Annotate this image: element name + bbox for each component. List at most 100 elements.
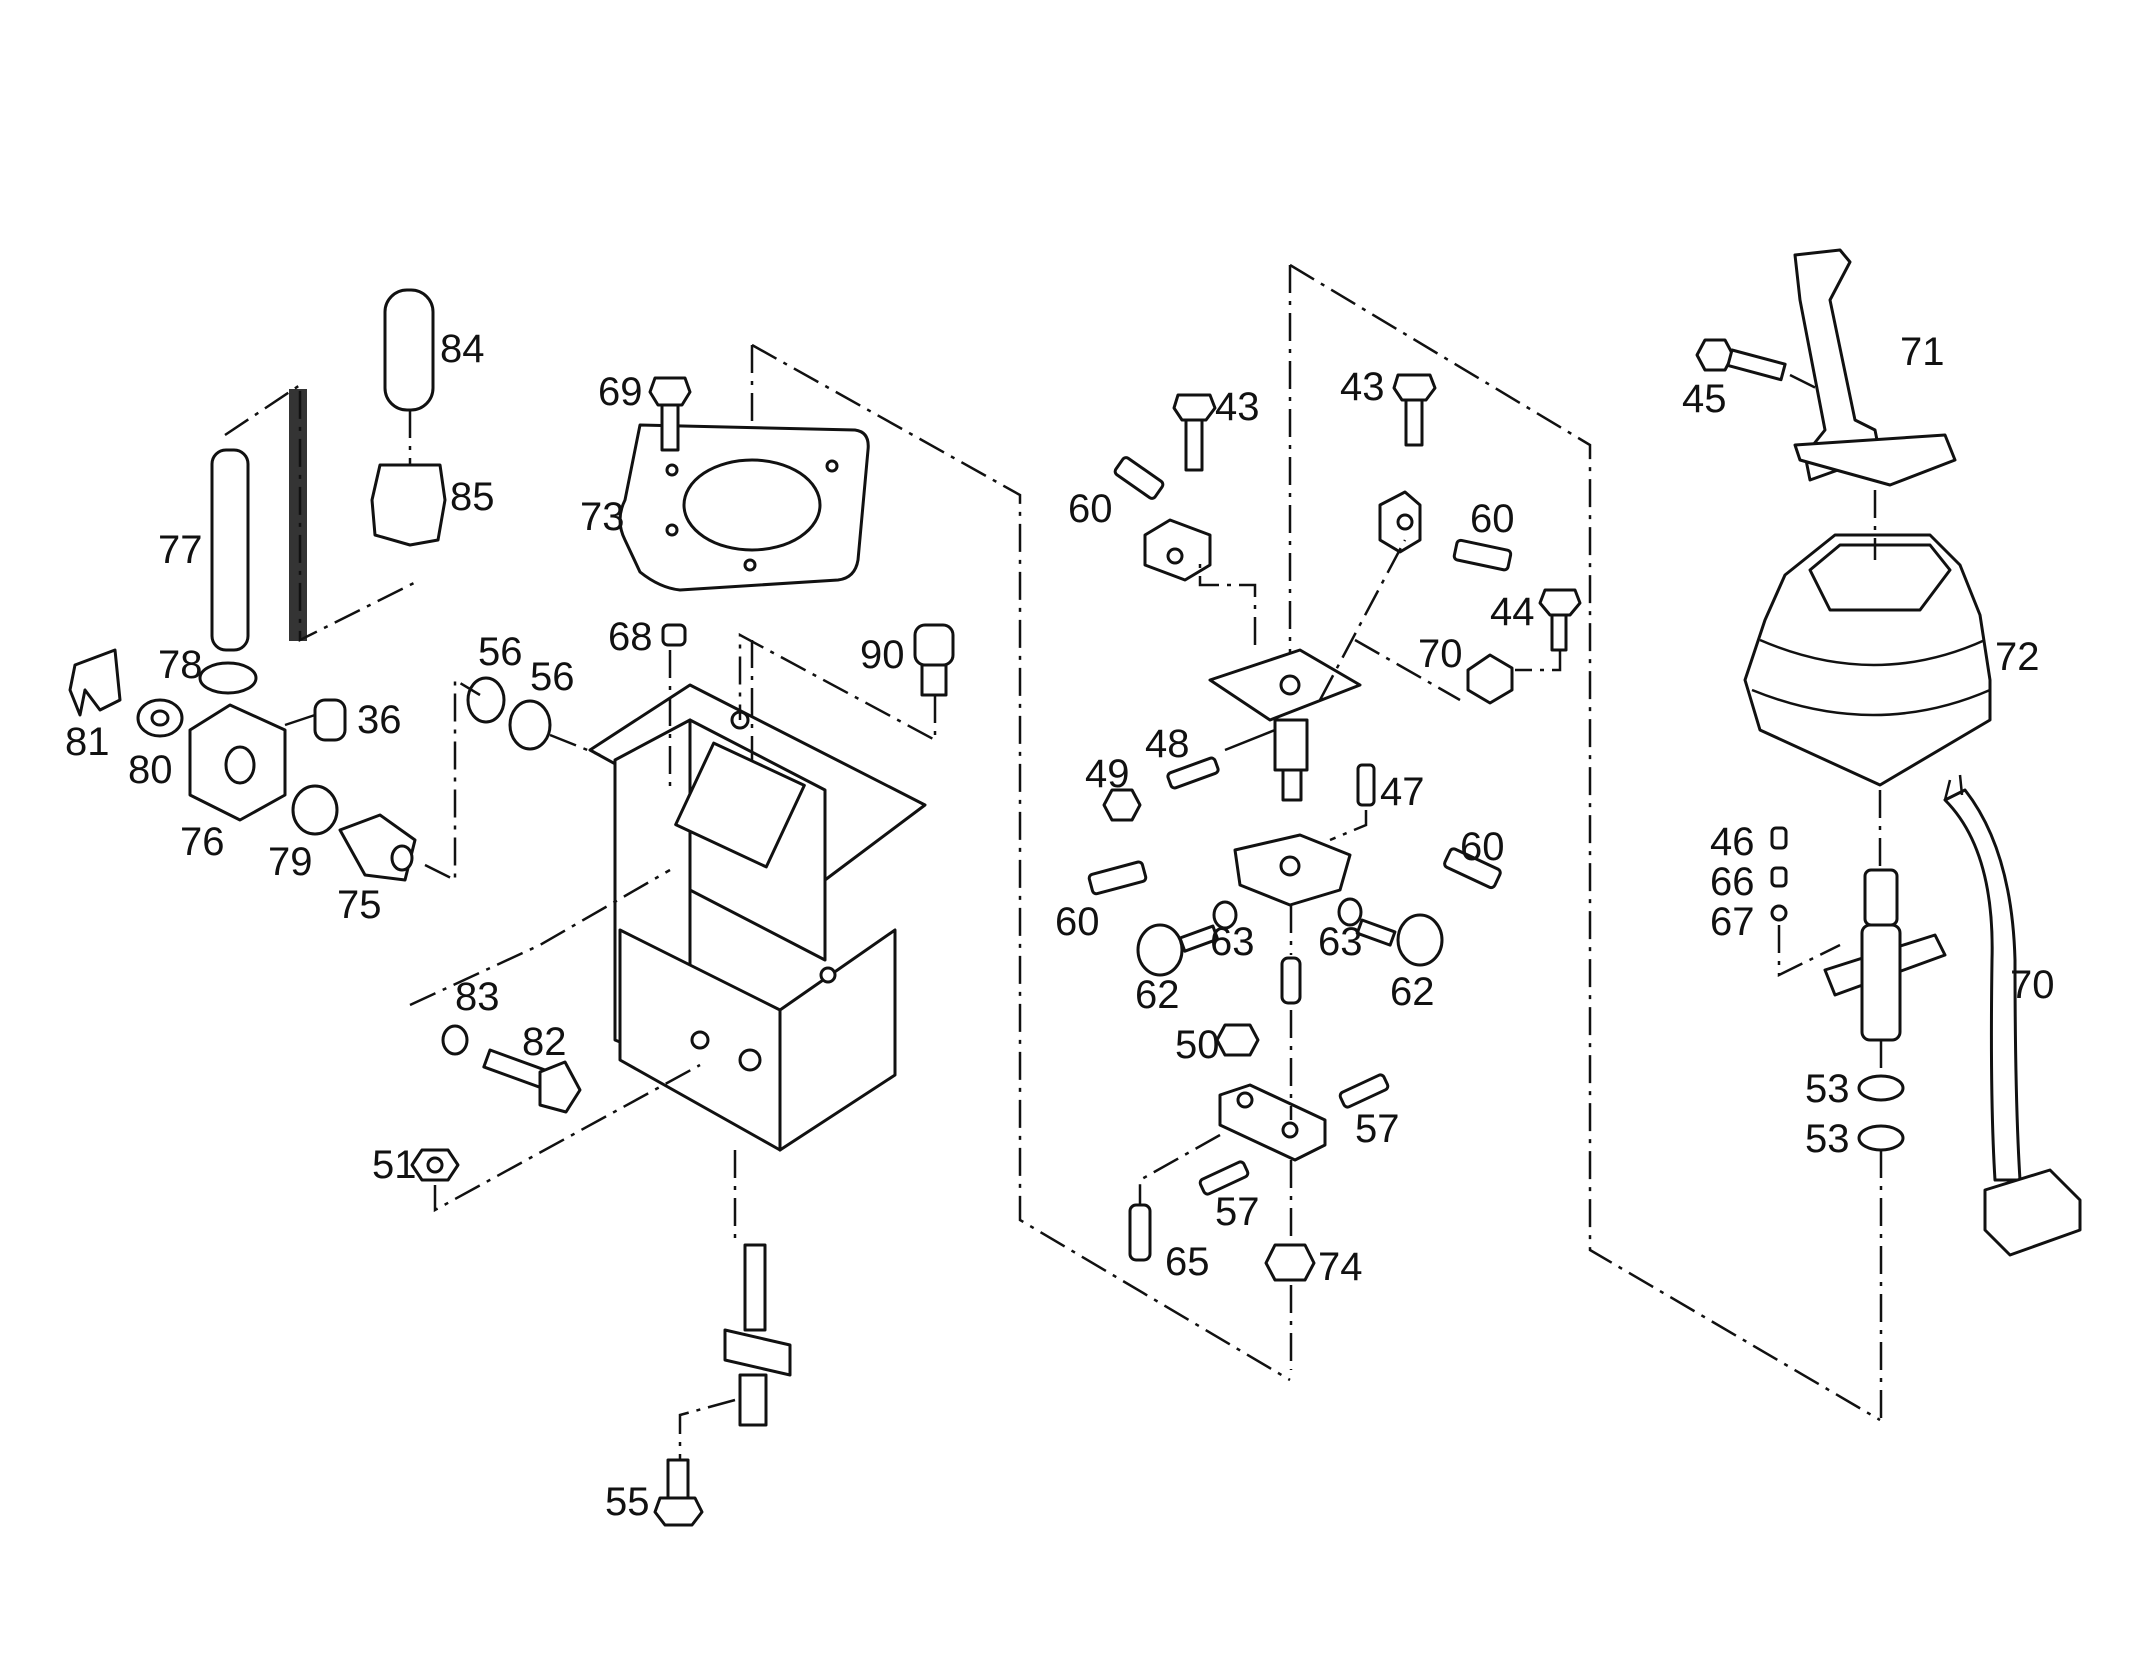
set-screw [1338, 1073, 1390, 1109]
callout-49: 49 [1085, 752, 1130, 796]
assembly-line [1777, 925, 1841, 978]
bolt-head [1392, 373, 1437, 402]
leader-line [284, 713, 316, 727]
leader-line [1224, 728, 1276, 752]
clip [68, 648, 122, 717]
lever-block-assembly [68, 288, 601, 883]
set-screw [1443, 847, 1502, 890]
callout-57-right: 57 [1355, 1107, 1400, 1151]
bolt-shank [1404, 398, 1424, 447]
pivot-pin-head [1136, 923, 1184, 977]
spring [1770, 866, 1788, 888]
lower-bracket-hole [1281, 1121, 1299, 1139]
handle-shaft-body [1860, 923, 1902, 1042]
plate-hole [665, 463, 679, 477]
callout-60-top-right: 60 [1470, 497, 1515, 541]
clamp-block-hole [1166, 547, 1184, 565]
callout-80: 80 [128, 748, 173, 792]
washer [441, 1024, 469, 1056]
bushing [661, 623, 687, 647]
plug [913, 623, 955, 667]
callout-62-left: 62 [1135, 973, 1180, 1017]
assembly-line-gimbal [1289, 263, 1881, 1422]
set-screw [1452, 538, 1513, 572]
hatched-edge [289, 389, 307, 641]
callout-82: 82 [522, 1020, 567, 1064]
boot-fold [1751, 688, 1991, 717]
nut-hole [426, 1156, 444, 1174]
assembly-line-plug [738, 632, 937, 743]
set-screw [1356, 763, 1376, 807]
callout-70-switch: 70 [1418, 632, 1463, 676]
callout-46: 46 [1710, 820, 1755, 864]
assembly-line-nut [433, 1063, 701, 1213]
housing-right-wall [778, 928, 897, 1152]
housing-assembly [409, 343, 1291, 1527]
grease-fitting [313, 698, 347, 742]
gimbal-plate-hole [1279, 674, 1301, 696]
pivot-pin [1355, 918, 1397, 947]
assembly-line [1789, 373, 1821, 392]
set-screw [1087, 860, 1148, 896]
assembly-line [1354, 638, 1461, 702]
bolt-shank [660, 403, 680, 452]
callout-83: 83 [455, 975, 500, 1019]
bolt-shank [1184, 418, 1204, 472]
pivot-pin [1178, 924, 1220, 953]
wire-end [1943, 779, 1952, 801]
callout-84: 84 [440, 327, 485, 371]
set-screw [1113, 456, 1165, 500]
callout-47: 47 [1380, 770, 1425, 814]
washer [1337, 897, 1363, 927]
knob [383, 288, 435, 412]
assembly-line [1198, 560, 1257, 645]
rubber-boot [370, 463, 447, 547]
plate-hole [825, 459, 839, 473]
assembly-line-housing [751, 343, 1291, 1382]
gimbal-shaft [1273, 718, 1309, 772]
callout-48: 48 [1145, 722, 1190, 766]
ball [1770, 904, 1788, 922]
callout-43-right: 43 [1340, 365, 1385, 409]
callout-74: 74 [1318, 1245, 1363, 1289]
callout-81: 81 [65, 720, 110, 764]
spring-assembly-flange [723, 1328, 792, 1377]
bolt-shank [1726, 348, 1787, 382]
washer [291, 784, 339, 836]
bolt-head [1695, 338, 1735, 372]
callout-65: 65 [1165, 1240, 1210, 1284]
callout-70-cable: 70 [2010, 963, 2055, 1007]
callout-53-top: 53 [1805, 1067, 1850, 1111]
assembly-line [1515, 650, 1562, 672]
assembly-line [1138, 1133, 1221, 1205]
callout-56-left: 56 [478, 630, 523, 674]
washer [1857, 1074, 1905, 1102]
housing-hole [738, 1048, 762, 1072]
washer [1857, 1124, 1905, 1152]
bolt-head [648, 376, 692, 407]
cable [1943, 788, 2022, 1182]
callout-50: 50 [1175, 1023, 1220, 1067]
microswitch [1466, 653, 1514, 705]
plug-stem [920, 663, 948, 697]
assembly-line [678, 1398, 736, 1460]
callout-63-right: 63 [1318, 920, 1363, 964]
callout-77: 77 [158, 528, 203, 572]
bolt-head [1538, 588, 1582, 617]
bolt-head [653, 1496, 704, 1527]
clamp-block-hole [1396, 513, 1414, 531]
callout-66: 66 [1710, 860, 1755, 904]
callout-36: 36 [357, 698, 402, 742]
spring [1770, 826, 1788, 850]
handle-shaft [1863, 868, 1899, 927]
nut [1102, 788, 1142, 822]
callout-78: 78 [158, 643, 203, 687]
plate-hole [665, 523, 679, 537]
callout-76: 76 [180, 820, 225, 864]
washer [466, 676, 506, 724]
set-screw [1198, 1160, 1250, 1196]
rubber-boot-top [1808, 543, 1952, 612]
callout-60-mid-right: 60 [1460, 825, 1505, 869]
housing-hole [819, 966, 837, 984]
